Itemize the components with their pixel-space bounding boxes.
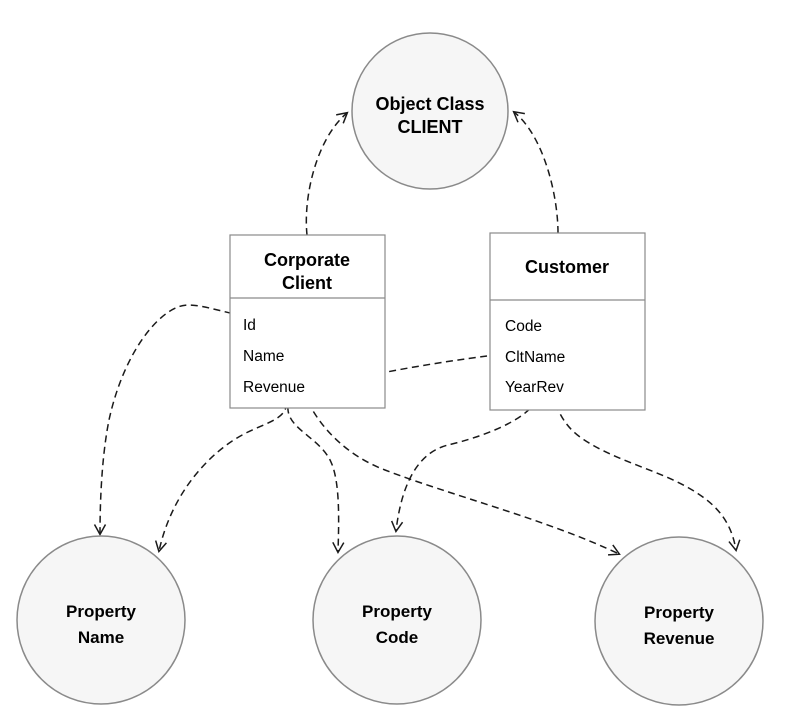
property-revenue-label-line2: Revenue [644, 629, 715, 648]
attribute-cltname: CltName [505, 349, 565, 366]
customer-box [489, 232, 646, 411]
corporate-client-title-line1: Corporate [264, 250, 350, 270]
property-code-circle [312, 535, 482, 705]
attribute-id: Id [243, 317, 256, 334]
object-class-client-node: Object Class CLIENT [351, 32, 509, 190]
object-class-label-line2: CLIENT [398, 117, 463, 137]
property-revenue-circle [594, 536, 764, 706]
property-name-label-line2: Name [78, 628, 124, 647]
property-code-label-line1: Property [362, 602, 432, 621]
mapping-yearrev-to-property-revenue [551, 392, 741, 553]
object-class-label-line1: Object Class [375, 94, 484, 114]
corporate-client-table: Corporate Client Id Name Revenue [229, 234, 386, 409]
attribute-name: Name [243, 348, 284, 365]
property-name-label-line1: Property [66, 602, 136, 621]
property-code-label-line2: Code [376, 628, 419, 647]
attribute-revenue: Revenue [243, 379, 305, 396]
corporate-client-box [229, 234, 386, 409]
mapping-customer-to-client [512, 110, 559, 234]
property-name-circle [16, 535, 186, 705]
mapping-revenue-to-property-revenue [302, 390, 621, 556]
property-revenue-node: Property Revenue [594, 536, 764, 706]
attribute-yearrev: YearRev [505, 379, 564, 396]
customer-title: Customer [525, 257, 609, 277]
property-revenue-label-line1: Property [644, 603, 714, 622]
property-code-node: Property Code [312, 535, 482, 705]
attribute-code: Code [505, 318, 542, 335]
corporate-client-title-line2: Client [282, 273, 332, 293]
object-class-client-circle [351, 32, 509, 190]
property-name-node: Property Name [16, 535, 186, 705]
customer-table: Customer Code CltName YearRev [489, 232, 646, 411]
mapping-corporateclient-to-client [305, 111, 349, 236]
